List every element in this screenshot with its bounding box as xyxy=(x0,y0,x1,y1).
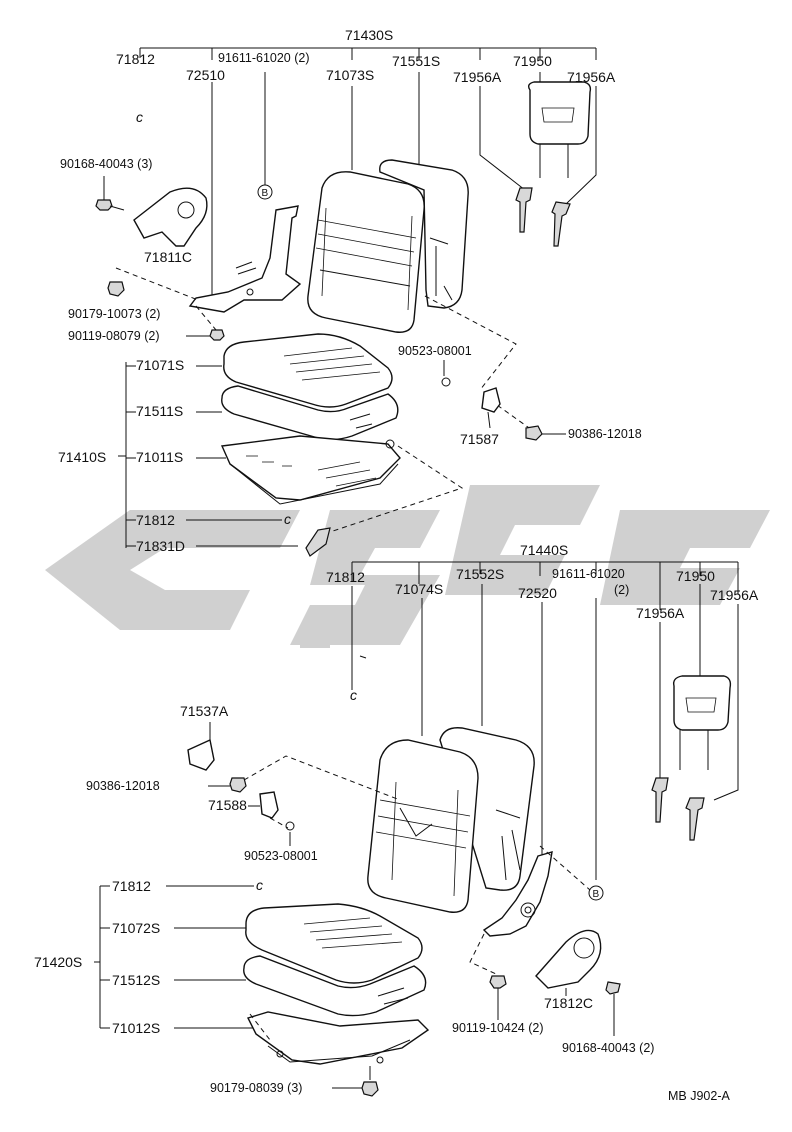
bolt-icon xyxy=(209,329,225,341)
label-71812-lower: 71812 xyxy=(326,569,365,585)
clip-c-cushion: c xyxy=(284,511,291,527)
headrest-71950 xyxy=(527,81,592,145)
callout-b-lower: B xyxy=(593,889,600,900)
callout-b-upper: B xyxy=(262,188,269,199)
label-71074S: 71074S xyxy=(395,581,443,597)
headrest-support-left xyxy=(515,187,533,233)
label-71011S: 71011S xyxy=(136,449,183,465)
label-71956A-left: 71956A xyxy=(453,69,502,85)
seatback-71074S xyxy=(367,739,479,913)
label-71552S: 71552S xyxy=(456,566,504,582)
lower-cushion-group: 71420S 71812 71072S 71512S 71012S c 9017… xyxy=(34,877,430,1097)
watermark-logo xyxy=(45,485,770,648)
assembly-71430S: 71430S xyxy=(345,27,393,43)
label-71072S: 71072S xyxy=(112,920,160,936)
label-90119-10424: 90119-10424 (2) xyxy=(452,1021,544,1035)
cover-71812C xyxy=(535,929,602,989)
bracket-71587 xyxy=(481,387,501,413)
clip-c-lower: c xyxy=(350,687,357,703)
label-71551S: 71551S xyxy=(392,53,440,69)
label-71511S: 71511S xyxy=(136,403,183,419)
label-90168-40043-lower: 90168-40043 (2) xyxy=(562,1041,654,1055)
upper-cushion-group: 71410S 71071S 71511S 71011S 71812 71831D… xyxy=(58,333,464,557)
seatback-rear-71551S xyxy=(379,159,469,309)
recliner-72520 xyxy=(482,851,553,937)
label-90386-12018-lower: 90386-12018 xyxy=(86,779,160,793)
bracket-71537A xyxy=(187,738,215,771)
label-71956A-lower-right: 71956A xyxy=(710,587,759,603)
label-71512S: 71512S xyxy=(112,972,160,988)
label-91611-61020-lower: 91611-61020 xyxy=(552,567,625,581)
label-90523-08001: 90523-08001 xyxy=(398,344,472,358)
label-71950: 71950 xyxy=(513,53,552,69)
clip-c-label: c xyxy=(136,109,143,125)
label-71587: 71587 xyxy=(460,431,499,447)
label-71812-lower-cushion: 71812 xyxy=(112,878,151,894)
label-90179-10073: 90179-10073 (2) xyxy=(68,307,160,321)
nut-icon xyxy=(525,425,543,441)
frame-71012S xyxy=(247,1011,430,1065)
bracket-71588 xyxy=(259,791,279,819)
diagram-reference-code: MB J902-A xyxy=(668,1089,730,1103)
nut-icon xyxy=(361,1081,379,1097)
lower-seat-group: 71440S 71812 71074S 71552S 91611-61020 (… xyxy=(86,542,759,1055)
label-90119-08079: 90119-08079 (2) xyxy=(68,329,160,343)
clip-icon xyxy=(441,377,451,387)
label-71812-cushion: 71812 xyxy=(136,512,175,528)
label-90523-08001-lower: 90523-08001 xyxy=(244,849,318,863)
clip-c-lower-cushion: c xyxy=(256,877,263,893)
label-71812: 71812 xyxy=(116,51,155,67)
bolt-icon xyxy=(489,975,507,1020)
assembly-71440S: 71440S xyxy=(520,542,568,558)
label-71073S: 71073S xyxy=(326,67,374,83)
label-91611-61020: 91611-61020 (2) xyxy=(218,51,310,65)
label-91611-qty: (2) xyxy=(614,583,629,597)
label-71956A-right: 71956A xyxy=(567,69,616,85)
label-71537A: 71537A xyxy=(180,703,229,719)
headrest-support-lower-left xyxy=(651,777,669,823)
label-71588: 71588 xyxy=(208,797,247,813)
nut-icon xyxy=(107,281,125,297)
headrest-71950-lower xyxy=(672,675,732,731)
bolt-icon xyxy=(605,981,621,1036)
label-90179-08039: 90179-08039 (3) xyxy=(210,1081,302,1095)
label-90168-40043: 90168-40043 (3) xyxy=(60,157,152,171)
clip-icon xyxy=(285,821,295,831)
label-71811C: 71811C xyxy=(144,249,192,265)
label-71012S: 71012S xyxy=(112,1020,160,1036)
bolt-icon xyxy=(95,199,125,211)
cap-71831D xyxy=(305,527,331,557)
label-72510: 72510 xyxy=(186,67,225,83)
upper-seat-group: 71430S 71812 91611-61020 (2) 72510 71073… xyxy=(60,27,642,447)
label-71831D: 71831D xyxy=(136,538,185,554)
cover-71811C xyxy=(133,187,208,247)
pad-71512S xyxy=(243,955,427,1017)
frame-71011S xyxy=(220,435,401,501)
assembly-71420S: 71420S xyxy=(34,954,82,970)
assembly-71410S: 71410S xyxy=(58,449,106,465)
pad-71511S xyxy=(221,385,399,441)
headrest-support-lower-right xyxy=(685,797,705,841)
seatback-71073S xyxy=(307,171,425,333)
headrest-support-right xyxy=(551,201,571,247)
label-72520: 72520 xyxy=(518,585,557,601)
label-71812C: 71812C xyxy=(544,995,593,1011)
label-90386-12018: 90386-12018 xyxy=(568,427,642,441)
cushion-71072S xyxy=(245,903,423,984)
label-71071S: 71071S xyxy=(136,357,184,373)
label-71950-lower: 71950 xyxy=(676,568,715,584)
nut-icon xyxy=(229,777,247,793)
recliner-72510 xyxy=(188,205,302,313)
label-71956A-lower-left: 71956A xyxy=(636,605,685,621)
